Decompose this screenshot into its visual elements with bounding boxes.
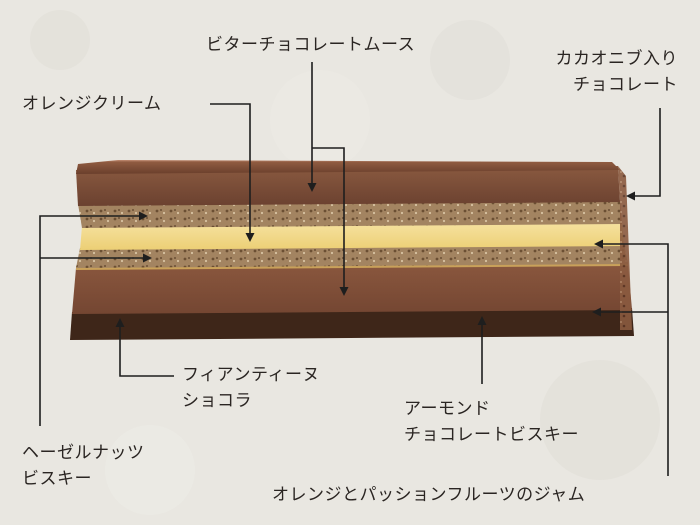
label-feuilletine: フィアンティーヌ ショコラ [182,362,320,414]
arrow-bitter-mousse-2 [312,147,349,296]
label-bitter-mousse-text: ビターチョコレートムース [206,35,416,55]
hazelnut-biscuit-lower [76,244,628,268]
label-cacao-nib-line1: カカオニブ入り [555,49,678,69]
arrow-feuilletine [115,318,174,377]
arrow-cacao-nib [626,108,661,201]
label-hazelnut-line1: ヘーゼルナッツ [22,443,145,463]
cacao-nib-side [618,166,632,330]
annotation-arrows [39,62,669,476]
label-hazelnut-biscuit: ヘーゼルナッツ ビスキー [22,440,145,492]
chocolate-glaze-top [76,160,620,174]
label-orange-cream: オレンジクリーム [22,91,162,117]
label-jam: オレンジとパッションフルーツのジャム [272,482,585,508]
arrow-hazelnut-1 [39,211,148,426]
label-cacao-nib-line2: チョコレート [573,75,678,95]
label-almond-line1: アーモンド [404,399,491,419]
bitter-mousse-layer [76,166,620,206]
label-feuilletine-line1: フィアンティーヌ [182,365,320,385]
label-orange-cream-text: オレンジクリーム [22,94,162,114]
arrow-orange-cream [210,103,255,242]
label-almond-biscuit: アーモンド チョコレートビスキー [404,396,579,448]
hazelnut-biscuit-upper [78,200,622,228]
orange-cream-layer [80,222,624,250]
label-hazelnut-line2: ビスキー [22,469,92,489]
almond-biscuit-layer [70,308,634,340]
cake-slice [70,160,634,340]
chocolate-mousse-layer [72,264,632,314]
label-bitter-mousse: ビターチョコレートムース [206,32,415,58]
background-texture [30,10,660,515]
label-feuilletine-line2: ショコラ [182,391,252,411]
arrow-jam-1 [594,239,669,476]
label-jam-text: オレンジとパッションフルーツのジャム [272,485,586,505]
label-cacao-nib: カカオニブ入り チョコレート [556,46,679,98]
label-almond-line2: チョコレートビスキー [404,425,579,445]
